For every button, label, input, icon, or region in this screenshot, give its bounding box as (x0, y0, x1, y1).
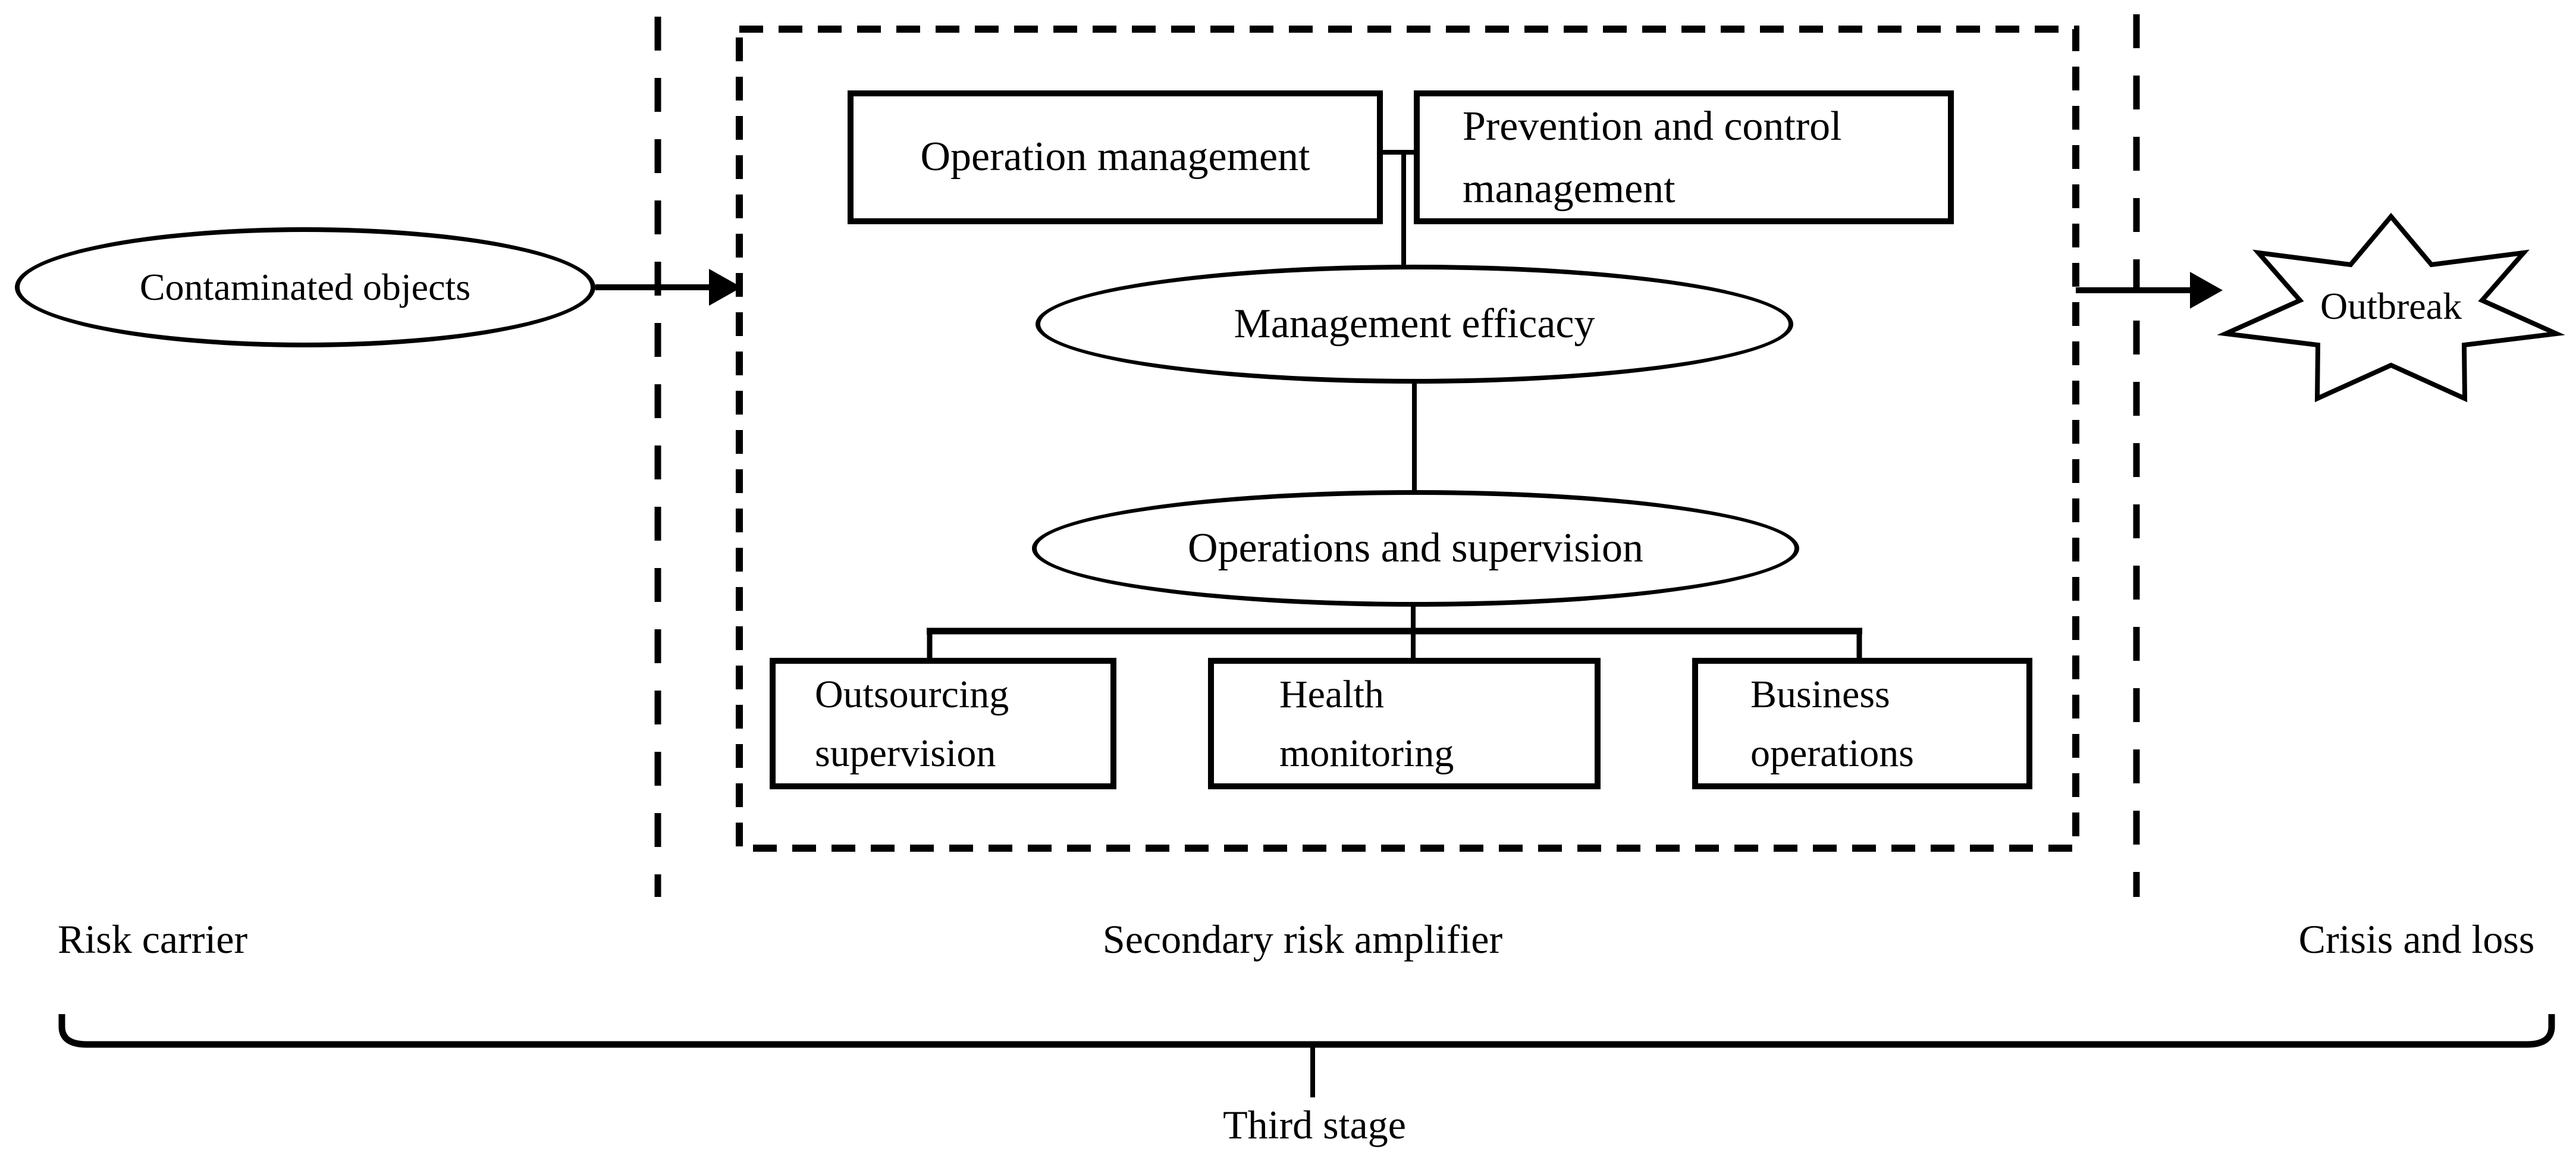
outbreak-label: Outbreak (2320, 285, 2462, 327)
stage-label-secondary-amplifier: Secondary risk amplifier (1102, 917, 1503, 962)
prevention-control-label-line1: Prevention and control (1463, 103, 1842, 149)
operations-supervision-ellipse: Operations and supervision (1032, 490, 1799, 607)
stage-label-third-stage: Third stage (1223, 1102, 1406, 1147)
outsourcing-supervision-box: Outsourcing supervision (770, 658, 1116, 789)
health-monitoring-box: Health monitoring (1208, 658, 1601, 789)
operations-supervision-label: Operations and supervision (1188, 525, 1643, 571)
arrow-amplifier-to-outbreak (2076, 272, 2223, 309)
contaminated-objects-label: Contaminated objects (139, 265, 471, 308)
arrowhead-icon (709, 269, 742, 306)
stage-label-crisis-loss: Crisis and loss (2298, 917, 2535, 962)
third-stage-brace (58, 1014, 2555, 1048)
arrow-risk-to-amplifier (595, 269, 742, 306)
health-monitoring-label-line1: Health (1279, 672, 1384, 716)
prevention-control-label-line2: management (1463, 165, 1676, 212)
outbreak-star-shape (2217, 212, 2565, 403)
business-operations-label-line1: Business (1750, 672, 1890, 716)
secondary-amplifier-dashed-box (736, 26, 2079, 852)
outsourcing-supervision-label-line2: supervision (815, 731, 996, 775)
contaminated-objects-ellipse: Contaminated objects (15, 227, 595, 347)
outbreak-star-label-area: Outbreak (2226, 223, 2556, 390)
management-efficacy-label: Management efficacy (1234, 300, 1595, 347)
arrowhead-icon (2190, 272, 2223, 309)
management-efficacy-ellipse: Management efficacy (1036, 265, 1793, 384)
health-monitoring-label-line2: monitoring (1279, 731, 1454, 775)
operation-management-label: Operation management (920, 134, 1310, 180)
business-operations-label-line2: operations (1750, 731, 1914, 775)
outsourcing-supervision-label-line1: Outsourcing (815, 672, 1009, 716)
operation-management-box: Operation management (848, 90, 1383, 224)
business-operations-box: Business operations (1692, 658, 2032, 789)
prevention-control-box: Prevention and control management (1414, 90, 1954, 224)
stage-label-risk-carrier: Risk carrier (58, 917, 248, 962)
